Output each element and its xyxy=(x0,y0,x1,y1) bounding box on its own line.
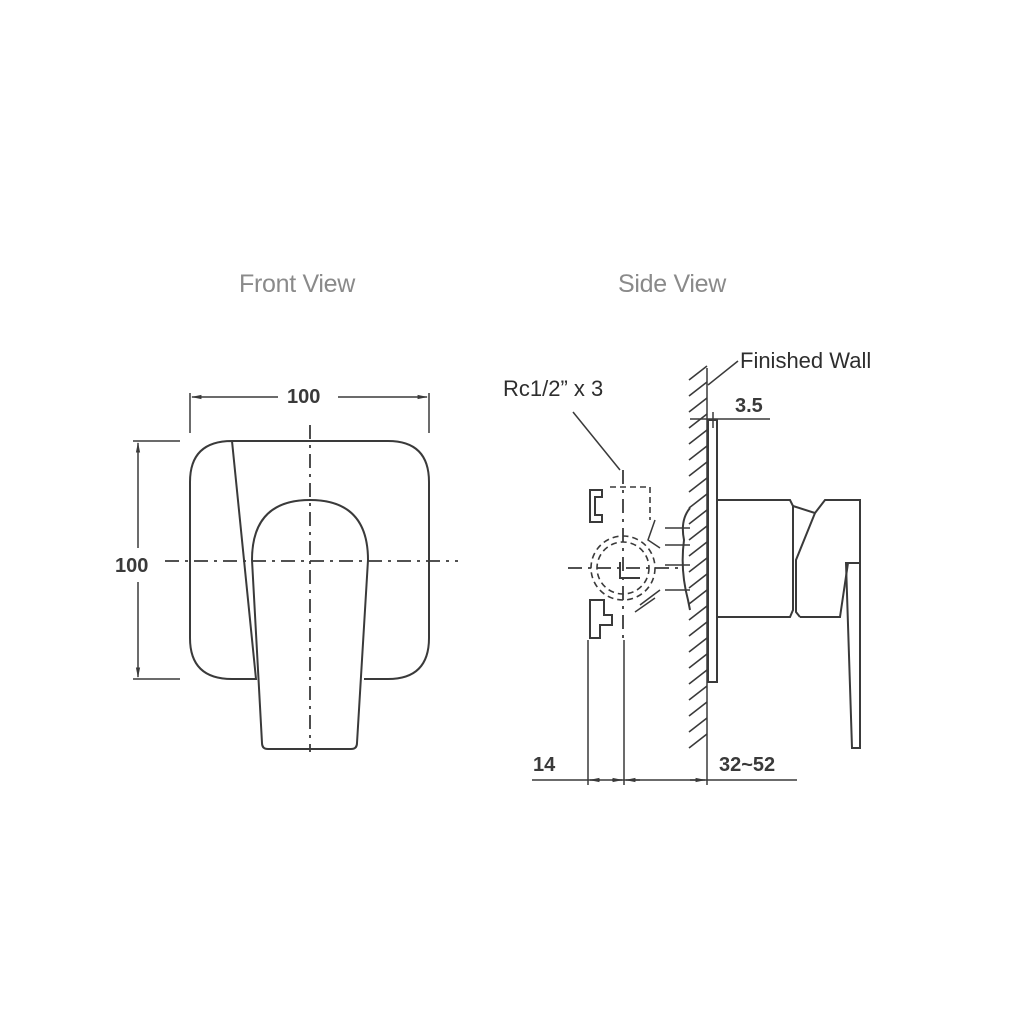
front-height-dimension: 100 xyxy=(115,555,149,577)
concealed-valve xyxy=(568,470,691,640)
side-view-drawing xyxy=(532,360,861,785)
wall-hatch xyxy=(688,365,708,752)
offset-dimension: 14 xyxy=(533,754,556,776)
side-view-title: Side View xyxy=(618,270,727,298)
depth-range-dimension: 32~52 xyxy=(719,754,776,776)
finished-wall-label: Finished Wall xyxy=(740,348,872,373)
front-width-dimension: 100 xyxy=(287,386,321,408)
connection-spec-label: Rc1/2” x 3 xyxy=(503,376,604,401)
front-view-drawing xyxy=(133,393,458,752)
front-view-title: Front View xyxy=(239,270,356,298)
plate-thickness-dimension: 3.5 xyxy=(735,395,763,417)
